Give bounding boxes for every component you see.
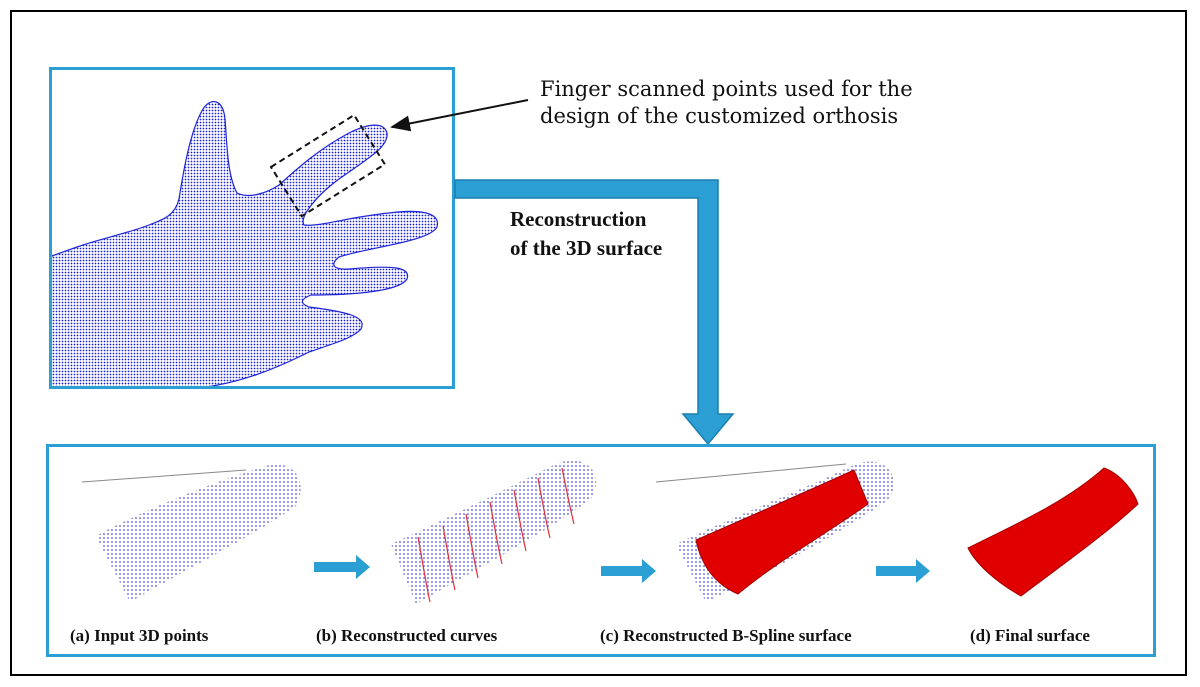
annotation-text: Finger scanned points used for the desig… bbox=[540, 77, 913, 128]
hand-point-cloud bbox=[52, 101, 438, 386]
caption-input-points: (a) Input 3D points bbox=[70, 626, 209, 645]
input-points-finger bbox=[81, 464, 301, 602]
step-arrow-1 bbox=[314, 555, 370, 579]
reconstructed-curves-finger bbox=[391, 460, 597, 604]
caption-bspline-surface: (c) Reconstructed B-Spline surface bbox=[600, 626, 852, 645]
bspline-surface-finger bbox=[655, 461, 894, 602]
final-surface-finger bbox=[967, 467, 1139, 597]
step-arrow-3 bbox=[876, 559, 930, 583]
hand-shape bbox=[52, 101, 438, 386]
hand-scan-panel bbox=[49, 67, 455, 389]
caption-final-surface: (d) Final surface bbox=[970, 626, 1090, 645]
steps-illustration bbox=[81, 460, 1139, 604]
finger-selection-box bbox=[269, 113, 387, 218]
caption-reconstructed-curves: (b) Reconstructed curves bbox=[316, 626, 498, 645]
reconstruction-steps-panel bbox=[46, 444, 1156, 657]
process-label: Reconstruction of the 3D surface bbox=[510, 207, 663, 260]
step-arrow-2 bbox=[601, 559, 656, 583]
